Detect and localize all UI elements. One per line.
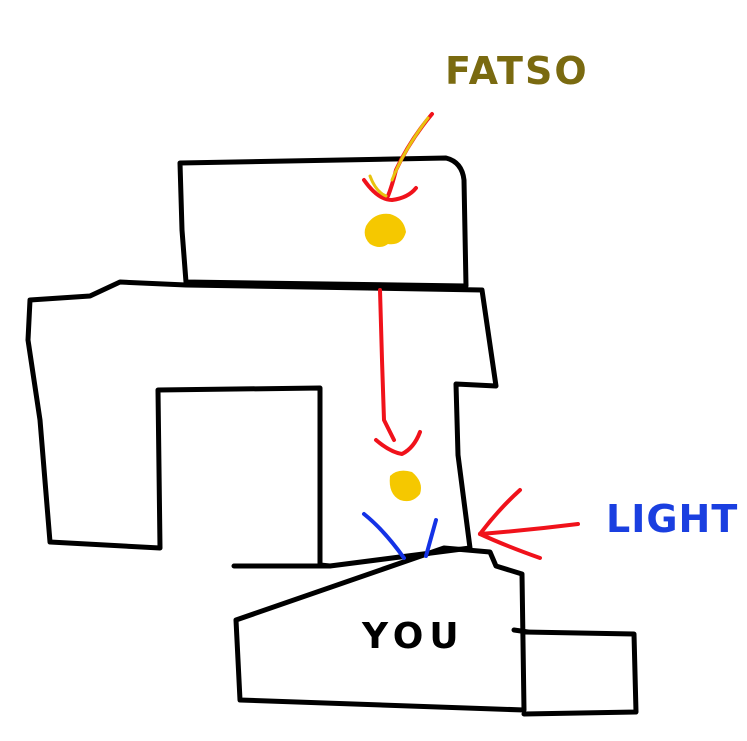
movement-arrow-shaft xyxy=(378,288,396,442)
fatso-arrow-highlight xyxy=(368,116,430,198)
movement-arrow-head xyxy=(374,430,422,456)
top-room-outline xyxy=(177,155,469,289)
side-room-tick xyxy=(511,627,531,635)
fatso-label: FATSO xyxy=(445,49,589,93)
fatso-figure-top xyxy=(364,213,406,247)
you-room-outline xyxy=(231,545,527,713)
light-arrow-shaft xyxy=(478,522,580,536)
fatso-figure-bottom xyxy=(389,470,421,502)
fatso-arrow-head xyxy=(362,178,418,202)
light-ray-left xyxy=(362,512,406,560)
light-arrow-upper xyxy=(478,488,522,536)
fatso-arrow-shaft xyxy=(386,112,434,198)
you-label: YOU xyxy=(361,616,465,657)
u-room-outline xyxy=(25,279,499,569)
light-label: LIGHT xyxy=(606,497,738,541)
light-ray-right xyxy=(424,518,438,558)
light-arrow-lower xyxy=(478,532,542,560)
side-room-outline xyxy=(521,629,639,717)
